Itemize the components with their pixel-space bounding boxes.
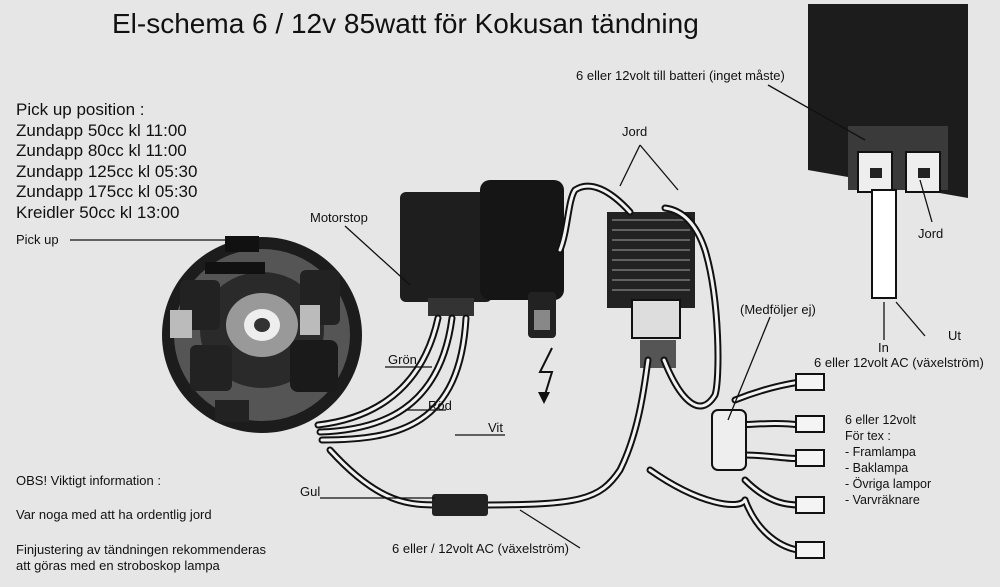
label-jord-connector: Jord (918, 226, 944, 241)
label-medfoljer-ej: (Medföljer ej) (740, 302, 816, 317)
pickup-position-item: Zundapp 175cc kl 05:30 (16, 182, 198, 201)
label-ac-right: 6 eller 12volt AC (växelström) (814, 355, 984, 370)
pickup-position-list: Pick up position : Zundapp 50cc kl 11:00… (16, 100, 197, 223)
label-rod: Röd (428, 398, 452, 413)
lamps-item: - Övriga lampor (845, 477, 932, 491)
spark-arrow (538, 392, 550, 404)
large-connector (808, 4, 968, 299)
lamps-heading: 6 eller 12volt (845, 413, 916, 427)
label-in: In (878, 340, 889, 355)
label-ac-bottom: 6 eller / 12volt AC (växelström) (392, 541, 570, 556)
label-gron: Grön (388, 352, 417, 367)
note-tuning-2: att göras med en stroboskop lampa (16, 558, 220, 573)
spark-symbol (538, 347, 554, 399)
regulator (607, 212, 695, 368)
label-battery: 6 eller 12volt till batteri (inget måste… (576, 68, 785, 83)
label-ut: Ut (948, 328, 961, 343)
note-tuning-1: Finjustering av tändningen rekommenderas (16, 542, 267, 557)
cdi-unit (400, 180, 564, 338)
lamps-subheading: För tex : (845, 429, 891, 443)
lamps-item: - Baklampa (845, 461, 909, 475)
inline-connector (432, 494, 488, 516)
diagram-title: El-schema 6 / 12v 85watt för Kokusan tän… (112, 8, 699, 39)
stator-assembly (162, 236, 362, 433)
pickup-position-item: Zundapp 125cc kl 05:30 (16, 161, 198, 181)
pickup-position-item: Zundapp 80cc kl 11:00 (16, 141, 187, 160)
pickup-position-item: Kreidler 50cc kl 13:00 (16, 202, 180, 222)
label-pick-up: Pick up (16, 232, 59, 247)
pickup-position-heading: Pick up position : (16, 100, 145, 119)
lamps-item: - Varvräknare (845, 493, 920, 507)
lamps-list: 6 eller 12volt För tex : - Framlampa - B… (845, 412, 931, 508)
note-ground: Var noga med att ha ordentlig jord (16, 507, 212, 522)
leader-lines (70, 84, 933, 549)
label-jord-regulator: Jord (622, 124, 648, 139)
splice-connector (711, 409, 747, 471)
label-vit: Vit (488, 420, 503, 435)
lamps-item: - Framlampa (845, 445, 916, 459)
obs-heading: OBS! Viktigt information : (16, 473, 161, 488)
label-gul: Gul (300, 484, 321, 499)
label-motorstop: Motorstop (310, 210, 368, 225)
spade-terminals (795, 373, 825, 559)
pickup-position-item: Zundapp 50cc kl 11:00 (16, 120, 187, 140)
